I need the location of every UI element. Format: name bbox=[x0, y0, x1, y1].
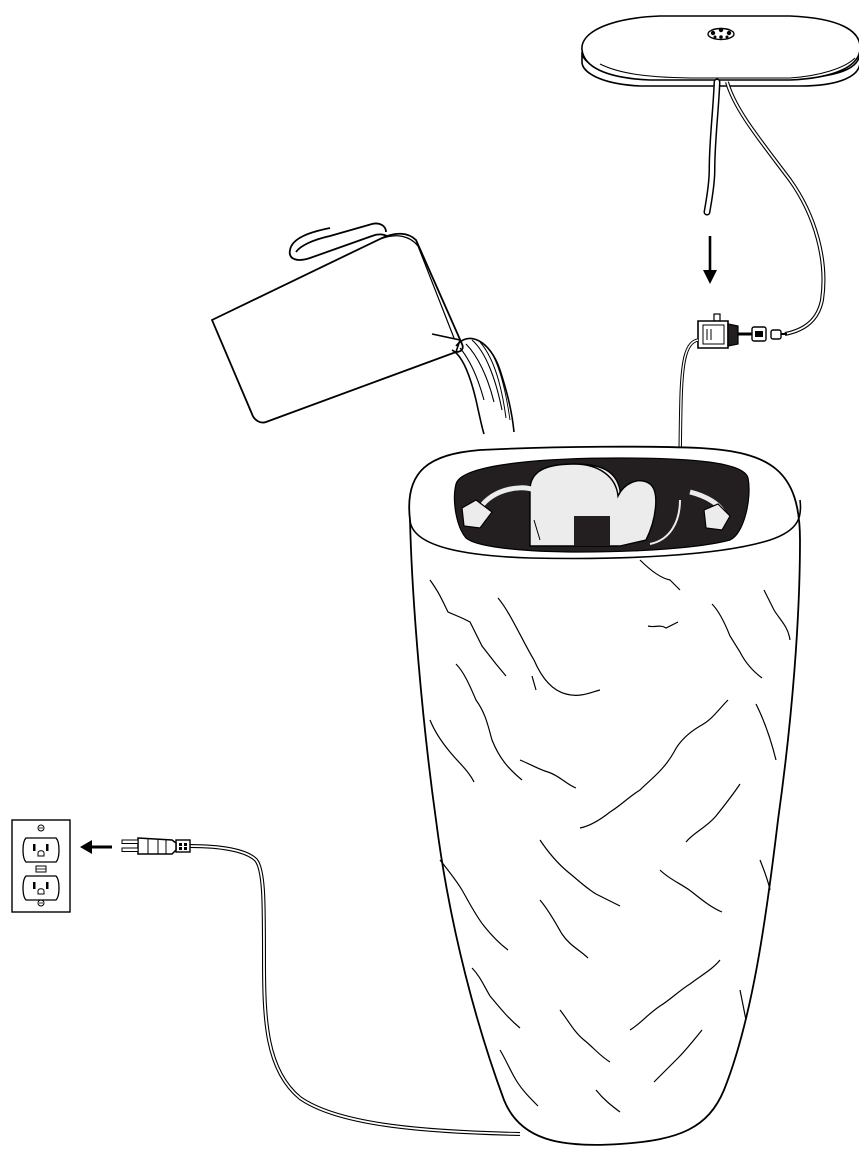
pitcher-icon bbox=[212, 223, 463, 422]
connector-icon bbox=[752, 327, 787, 341]
basin-lid-icon bbox=[582, 16, 859, 86]
arrow-left-icon bbox=[80, 840, 112, 854]
vase-icon bbox=[409, 447, 800, 1145]
water-pour-icon bbox=[452, 338, 514, 434]
pump-icon bbox=[698, 314, 752, 348]
tube-icon bbox=[707, 82, 717, 212]
cable-icon bbox=[727, 82, 823, 334]
outlet-icon bbox=[12, 820, 70, 912]
plug-icon bbox=[122, 838, 190, 854]
nozzle-icon bbox=[708, 28, 734, 40]
arrow-down-icon bbox=[703, 236, 717, 284]
